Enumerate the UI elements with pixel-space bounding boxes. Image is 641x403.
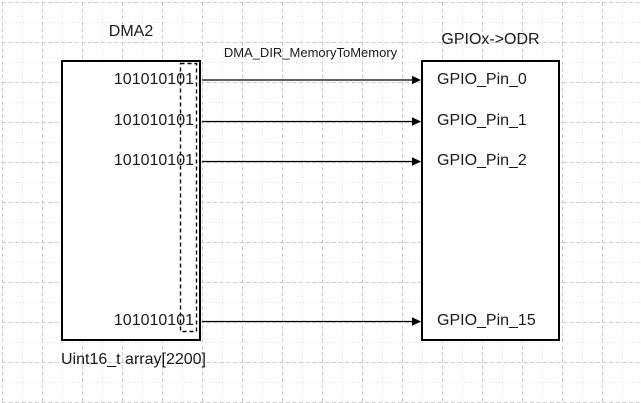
gpio-pin-label: GPIO_Pin_0 (437, 71, 527, 88)
dma2-box-title: DMA2 (108, 23, 154, 40)
memory-value: 101010101 (113, 312, 194, 329)
gpio-odr-box (421, 60, 560, 341)
array-caption: Uint16_t array[2200] (61, 351, 206, 368)
gpio-odr-box-title: GPIOx->ODR (441, 31, 540, 48)
arrowhead-icon (412, 75, 421, 85)
arrowhead-icon (412, 317, 421, 326)
dma-column-highlight (179, 62, 198, 333)
gpio-pin-label: GPIO_Pin_15 (437, 312, 536, 329)
gpio-pin-label: GPIO_Pin_2 (437, 152, 527, 169)
memory-value: 101010101 (113, 152, 194, 169)
transfer-direction-label: DMA_DIR_MemoryToMemory (223, 45, 398, 60)
arrowhead-icon (412, 157, 421, 166)
arrowhead-icon (412, 117, 421, 126)
memory-value: 101010101 (113, 112, 194, 129)
memory-value: 101010101 (113, 71, 194, 88)
gpio-pin-label: GPIO_Pin_1 (437, 112, 527, 129)
dma2-box (61, 60, 201, 341)
